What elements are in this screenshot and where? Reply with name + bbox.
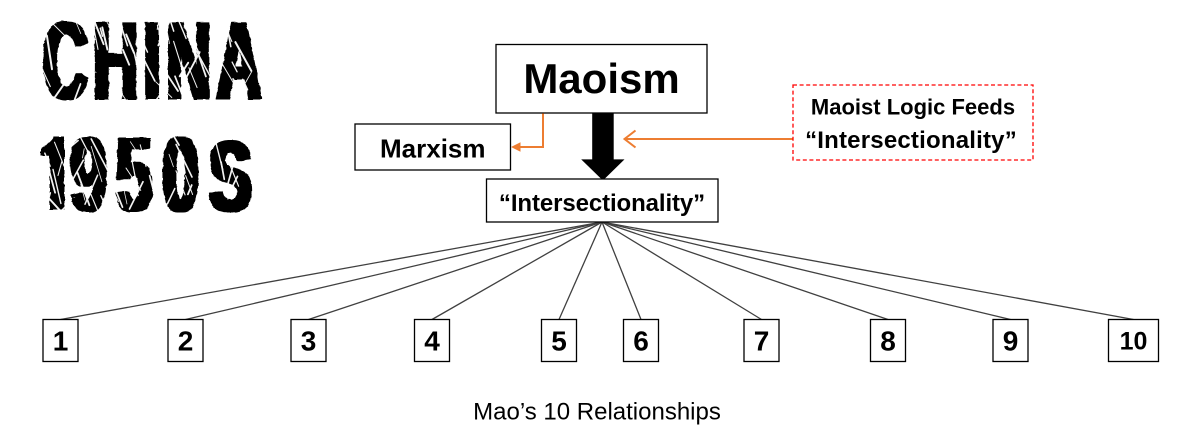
svg-text:7: 7	[754, 326, 770, 357]
svg-text:4: 4	[424, 326, 440, 357]
svg-text:“Intersectionality”: “Intersectionality”	[805, 127, 1017, 154]
svg-text:CHINA: CHINA	[43, 0, 267, 122]
svg-text:“Intersectionality”: “Intersectionality”	[499, 190, 705, 217]
svg-text:0: 0	[162, 115, 198, 234]
svg-text:5: 5	[551, 326, 567, 357]
svg-text:Marxism: Marxism	[380, 134, 486, 164]
svg-text:Maoism: Maoism	[523, 55, 679, 102]
svg-text:3: 3	[301, 326, 317, 357]
svg-text:Mao’s 10 Relationships: Mao’s 10 Relationships	[473, 398, 721, 425]
svg-text:1: 1	[53, 326, 69, 357]
svg-text:10: 10	[1120, 328, 1148, 356]
svg-text:5: 5	[116, 115, 152, 234]
svg-text:9: 9	[1003, 326, 1019, 357]
svg-text:6: 6	[633, 326, 649, 357]
svg-text:Maoist Logic Feeds: Maoist Logic Feeds	[811, 94, 1015, 119]
svg-text:2: 2	[178, 326, 194, 357]
svg-text:8: 8	[880, 326, 896, 357]
